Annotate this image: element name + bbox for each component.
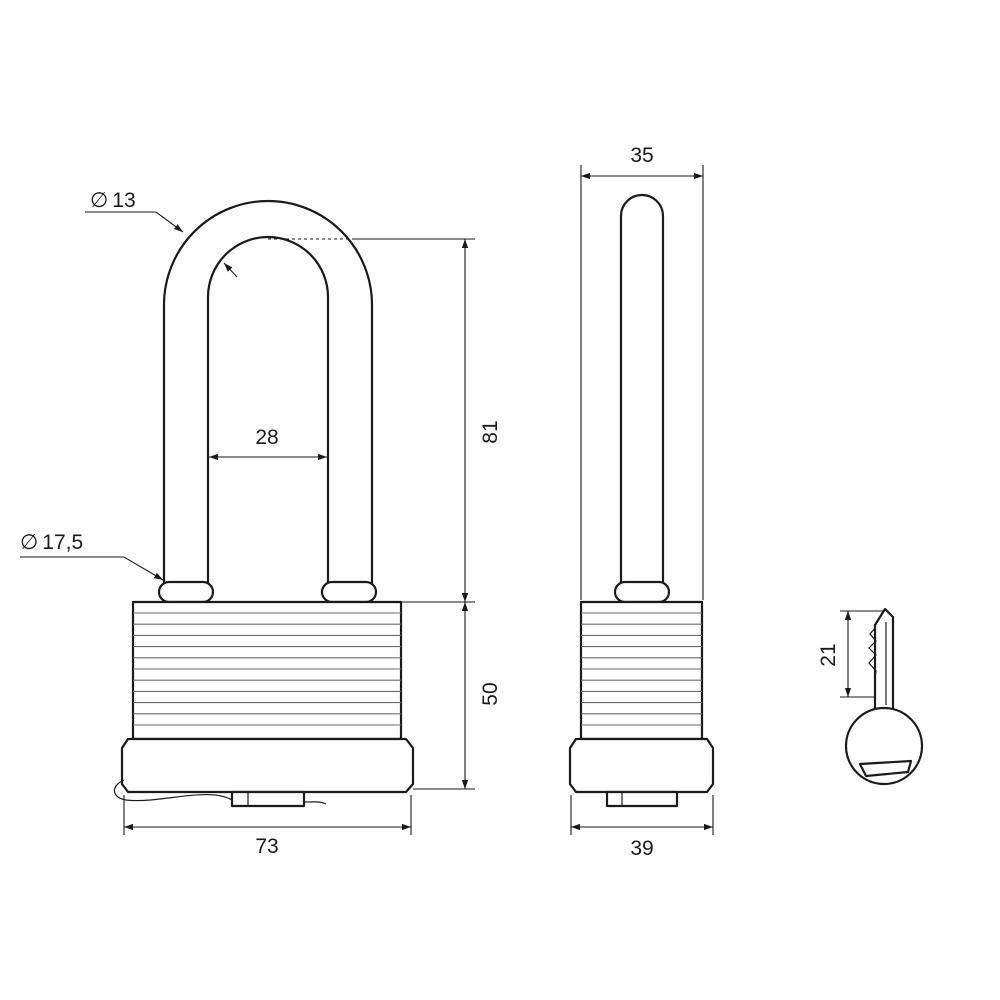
side-shackle — [619, 193, 665, 589]
front-body-ribs — [133, 612, 401, 726]
front-view: 28 ∅13 ∅17,5 81 50 73 — [20, 189, 502, 858]
leader-inner-radius — [223, 262, 238, 278]
side-keyway — [605, 790, 679, 808]
dim-label-shackle-height: 81 — [479, 420, 502, 443]
front-shackle — [162, 199, 374, 587]
dim-label-shackle-base-diameter: ∅17,5 — [20, 531, 83, 554]
dim-label-side-shackle-width: 35 — [630, 144, 653, 167]
front-body — [131, 600, 403, 741]
leader-shackle-base-diameter — [20, 556, 164, 581]
key-view: 21 — [817, 607, 924, 786]
front-shackle-collar-left — [157, 580, 215, 604]
side-bumper — [568, 737, 715, 794]
front-cable — [113, 779, 327, 805]
dim-label-shackle-diameter: ∅13 — [90, 189, 136, 212]
dim-label-key-blade-length: 21 — [817, 643, 840, 666]
key-bow-slot — [858, 759, 913, 778]
side-view: 35 39 — [568, 144, 715, 860]
dim-label-body-width: 73 — [255, 835, 278, 858]
leader-shackle-diameter — [85, 211, 184, 233]
front-shackle-collar-right — [320, 580, 378, 604]
front-keyway — [230, 790, 306, 808]
key-blade — [873, 607, 895, 714]
side-body-ribs — [581, 612, 702, 726]
front-bumper — [120, 737, 415, 794]
side-shackle-collar — [613, 580, 671, 604]
dim-label-shackle-inner-width: 28 — [255, 426, 278, 449]
side-body — [579, 600, 704, 741]
dim-label-body-height: 50 — [479, 682, 502, 705]
dim-label-side-body-depth: 39 — [630, 837, 653, 860]
key-bitting — [868, 627, 877, 679]
